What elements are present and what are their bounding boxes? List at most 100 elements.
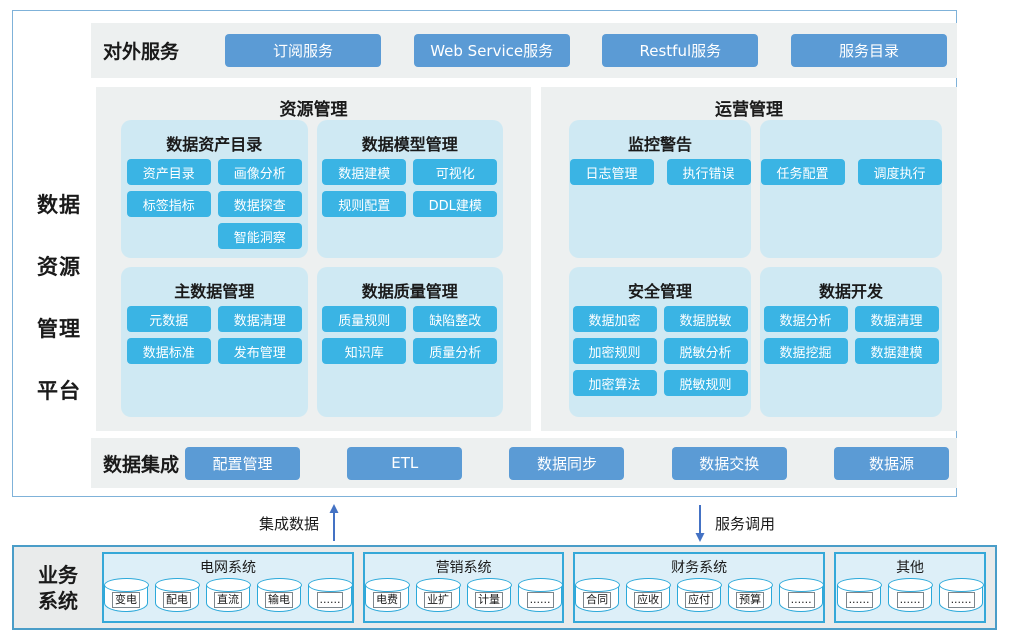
feature-chip[interactable]: 加密算法 — [572, 370, 657, 396]
cylinder-label: 计量 — [475, 592, 504, 608]
database-cylinder-icon: ...... — [836, 578, 882, 612]
cylinder-label: 输电 — [265, 592, 293, 608]
card-title: 数据模型管理 — [361, 135, 458, 154]
business-title-line: 系统 — [38, 588, 78, 613]
service-catalog-button[interactable]: 服务目录 — [790, 34, 947, 67]
cylinder-label: 变电 — [112, 592, 140, 608]
database-cylinder-icon: 变电 — [103, 578, 149, 612]
data-exchange-button[interactable]: 数据交换 — [671, 446, 787, 480]
feature-chip[interactable]: 脱敏规则 — [663, 370, 748, 396]
feature-chip[interactable]: 加密规则 — [572, 338, 657, 364]
system-databases: 变电 配电 直流 输电 ...... — [103, 576, 353, 612]
feature-chip[interactable]: 数据分析 — [763, 306, 848, 332]
card-monitoring-alert: 监控警告 日志管理 执行错误 — [569, 120, 751, 258]
feature-chip[interactable]: 数据清理 — [854, 306, 939, 332]
system-box-finance: 财务系统 合同 应收 应付 预算 ...... — [573, 552, 826, 623]
etl-button[interactable]: ETL — [347, 446, 463, 480]
card-task-scheduling: 任务配置 调度执行 — [760, 120, 942, 258]
card-title: 数据资产目录 — [166, 135, 263, 154]
feature-chip[interactable]: 缺陷整改 — [413, 306, 498, 332]
feature-chip[interactable]: 执行错误 — [666, 159, 751, 185]
database-cylinder-icon: ...... — [887, 578, 933, 612]
platform-title-line: 管理 — [37, 317, 81, 341]
feature-chip[interactable]: 日志管理 — [569, 159, 654, 185]
card-title: 主数据管理 — [174, 282, 255, 301]
database-cylinder-icon: 预算 — [727, 578, 773, 612]
business-title-line: 业务 — [38, 562, 78, 587]
cylinder-label: 应收 — [634, 592, 663, 608]
resource-management-panel: 资源管理 数据资产目录 资产目录 画像分析 标签指标 数据探查 智能洞察 — [96, 87, 531, 431]
feature-chip[interactable]: 质量分析 — [413, 338, 498, 364]
data-source-button[interactable]: 数据源 — [833, 446, 949, 480]
database-cylinder-icon: 业扩 — [415, 578, 461, 612]
subscription-service-button[interactable]: 订阅服务 — [225, 34, 382, 67]
feature-chip[interactable]: 资产目录 — [126, 159, 211, 185]
feature-chip[interactable]: 可视化 — [413, 159, 498, 185]
service-call-flow: 服务调用 — [694, 504, 775, 542]
system-databases: ...... ...... ...... — [836, 576, 984, 612]
data-sync-button[interactable]: 数据同步 — [509, 446, 625, 480]
feature-chip[interactable]: 标签指标 — [126, 191, 211, 217]
feature-chip[interactable]: 数据标准 — [126, 338, 211, 364]
database-cylinder-icon: 合同 — [574, 578, 620, 612]
database-cylinder-icon: ...... — [938, 578, 984, 612]
feature-chip[interactable]: 数据挖掘 — [763, 338, 848, 364]
feature-chip[interactable]: 任务配置 — [760, 159, 845, 185]
database-cylinder-icon: ...... — [307, 578, 353, 612]
external-services-bar: 对外服务 订阅服务 Web Service服务 Restful服务 服务目录 — [91, 23, 957, 78]
platform-title-line: 资源 — [37, 255, 81, 279]
feature-chip[interactable]: 数据探查 — [217, 191, 302, 217]
external-services-label: 对外服务 — [103, 41, 180, 63]
card-security-management: 安全管理 数据加密 数据脱敏 加密规则 脱敏分析 加密算法 脱敏规则 — [569, 267, 751, 417]
feature-chip[interactable]: 规则配置 — [322, 191, 407, 217]
cylinder-label: ...... — [316, 592, 344, 608]
cylinder-label: ...... — [896, 592, 924, 608]
card-chips: 日志管理 执行错误 — [569, 159, 751, 185]
integrate-data-flow: 集成数据 — [259, 504, 340, 542]
restful-service-button[interactable]: Restful服务 — [602, 34, 759, 67]
feature-chip[interactable]: 画像分析 — [217, 159, 302, 185]
feature-chip[interactable]: 数据加密 — [572, 306, 657, 332]
system-box-other: 其他 ...... ...... ...... — [834, 552, 986, 623]
database-cylinder-icon: ...... — [778, 578, 824, 612]
feature-chip[interactable]: 元数据 — [126, 306, 211, 332]
feature-chip[interactable]: 数据建模 — [854, 338, 939, 364]
system-databases: 合同 应收 应付 预算 ...... — [574, 576, 824, 612]
config-management-button[interactable]: 配置管理 — [185, 446, 301, 480]
feature-chip[interactable]: 发布管理 — [217, 338, 302, 364]
feature-chip[interactable]: 数据清理 — [217, 306, 302, 332]
feature-chip[interactable]: DDL建模 — [413, 191, 498, 217]
database-cylinder-icon: 计量 — [466, 578, 512, 612]
feature-chip[interactable]: 智能洞察 — [217, 223, 302, 249]
card-chips: 数据建模 可视化 规则配置 DDL建模 — [317, 159, 504, 217]
cylinder-label: 电费 — [373, 592, 402, 608]
database-cylinder-icon: 应付 — [676, 578, 722, 612]
card-master-data-management: 主数据管理 元数据 数据清理 数据标准 发布管理 — [121, 267, 308, 417]
feature-chip[interactable]: 数据建模 — [322, 159, 407, 185]
database-cylinder-icon: ...... — [517, 578, 563, 612]
cylinder-label: ...... — [845, 592, 873, 608]
service-call-label: 服务调用 — [715, 514, 776, 533]
system-name: 其他 — [896, 560, 925, 576]
feature-chip[interactable]: 知识库 — [322, 338, 407, 364]
external-services-buttons: 订阅服务 Web Service服务 Restful服务 服务目录 — [225, 34, 947, 67]
platform-title-line: 平台 — [37, 379, 81, 403]
operation-cards: 监控警告 日志管理 执行错误 任务配置 调度执行 — [541, 117, 957, 417]
card-chips: 元数据 数据清理 数据标准 发布管理 — [121, 306, 308, 364]
feature-chip[interactable]: 质量规则 — [322, 306, 407, 332]
cylinder-label: ...... — [526, 592, 554, 608]
data-integration-bar: 数据集成 配置管理 ETL 数据同步 数据交换 数据源 — [91, 438, 957, 488]
cylinder-label: ...... — [947, 592, 975, 608]
cylinder-label: 配电 — [163, 592, 191, 608]
business-systems-strip: 业务 系统 电网系统 变电 配电 直流 输电 ...... 营销系统 电费 业扩… — [12, 545, 997, 630]
database-cylinder-icon: 直流 — [205, 578, 251, 612]
data-integration-label: 数据集成 — [103, 453, 180, 476]
cylinder-label: 合同 — [583, 592, 612, 608]
feature-chip[interactable]: 数据脱敏 — [663, 306, 748, 332]
system-databases: 电费 业扩 计量 ...... — [364, 576, 563, 612]
feature-chip[interactable]: 脱敏分析 — [663, 338, 748, 364]
feature-chip[interactable]: 调度执行 — [857, 159, 942, 185]
web-service-button[interactable]: Web Service服务 — [413, 34, 570, 67]
card-chips: 数据加密 数据脱敏 加密规则 脱敏分析 加密算法 脱敏规则 — [569, 306, 751, 396]
card-chips: 资产目录 画像分析 标签指标 数据探查 智能洞察 — [121, 159, 308, 249]
